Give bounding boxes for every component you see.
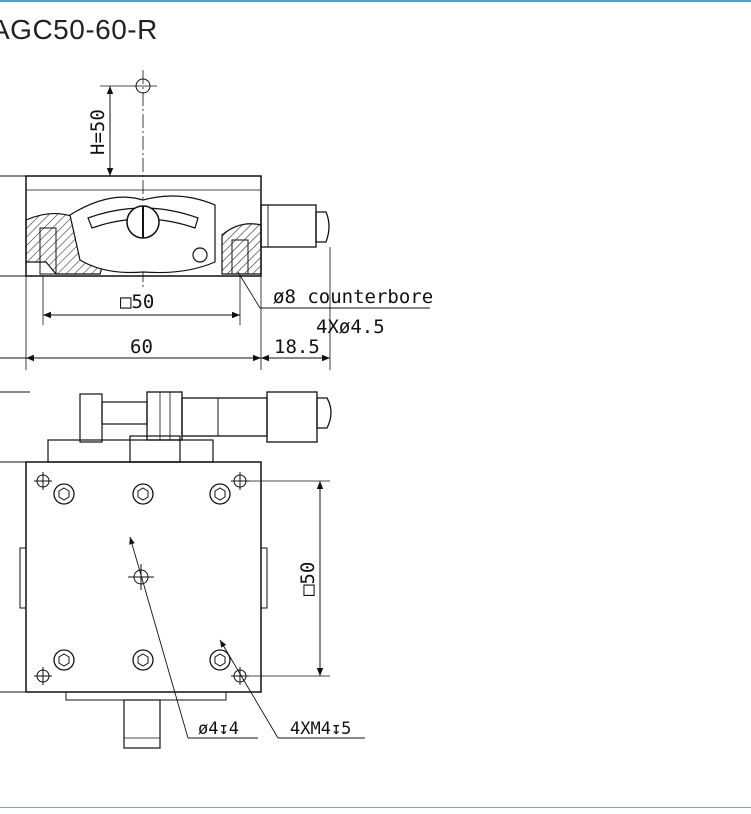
label-square-top: □50 <box>120 291 154 313</box>
label-center-hole: ø4↧4 <box>198 719 239 739</box>
top-view <box>0 391 365 749</box>
socket-bolt-top-mid <box>132 483 154 505</box>
label-width: 60 <box>130 336 153 358</box>
socket-bolt-bottom-mid <box>132 649 154 671</box>
top-divider <box>0 0 751 2</box>
socket-bolt-top-right <box>209 483 231 505</box>
label-micrometer-offset: 18.5 <box>274 336 320 358</box>
front-view <box>0 70 430 370</box>
socket-bolt-bottom-left <box>53 649 75 671</box>
label-height: H=50 <box>87 109 109 155</box>
label-square-side: □50 <box>297 562 319 596</box>
model-title: AGC50-60-R <box>0 14 158 45</box>
bottom-divider <box>0 807 751 808</box>
label-holes: 4Xø4.5 <box>316 316 385 338</box>
label-counterbore: ø8 counterbore <box>273 286 433 308</box>
socket-bolt-bottom-right <box>209 649 231 671</box>
socket-bolt-top-left <box>53 483 75 505</box>
label-thread-holes: 4XM4↧5 <box>290 719 351 739</box>
